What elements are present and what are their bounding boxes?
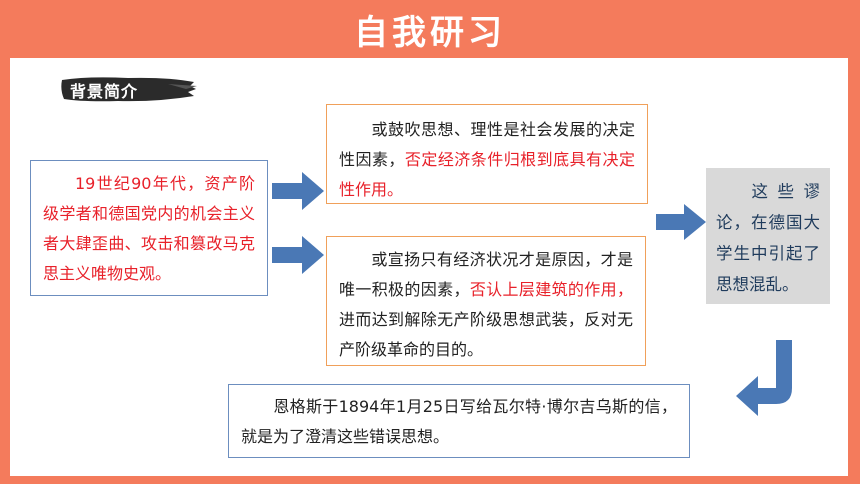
middle-view-highlight: 否认上层建筑的作用，	[469, 280, 633, 299]
right-effect-text: 这些谬论，在德国大学生中引起了思想混乱。	[716, 182, 820, 294]
section-badge-label: 背景简介	[70, 82, 139, 101]
brush-stroke-icon	[61, 77, 197, 102]
bottom-purpose-text: 恩格斯于1894年1月25日写给瓦尔特·博尔吉乌斯的信，就是为了澄清这些错误思想…	[241, 397, 677, 446]
arrow-curve-down-left-icon	[736, 340, 792, 416]
slide-header: 自我研习	[0, 0, 860, 58]
arrow-right-icon-bottom	[272, 236, 324, 274]
top-view-highlight: 否定经济条件归根到底具有决定性作用。	[339, 150, 635, 199]
left-context-text: 19世纪90年代，资产阶级学者和德国党内的机会主义者大肆歪曲、攻击和篡改马克思主…	[43, 174, 255, 283]
middle-view-text-end: 进而达到解除无产阶级思想武装，反对无产阶级革命的目的。	[339, 310, 633, 359]
middle-view-text: 或宣扬只有经济状况才是原因，才是唯一积极的因素，	[339, 250, 633, 299]
arrow-right-icon-right	[656, 204, 706, 240]
bottom-purpose-box: 恩格斯于1894年1月25日写给瓦尔特·博尔吉乌斯的信，就是为了澄清这些错误思想…	[228, 384, 690, 458]
top-view-box: 或鼓吹思想、理性是社会发展的决定性因素，否定经济条件归根到底具有决定性作用。	[326, 104, 648, 204]
top-view-text: 或鼓吹思想、理性是社会发展的决定性因素，	[339, 120, 635, 169]
middle-view-box: 或宣扬只有经济状况才是原因，才是唯一积极的因素，否认上层建筑的作用， 进而达到解除…	[326, 236, 646, 366]
section-badge: 背景简介	[58, 74, 198, 104]
slide-title: 自我研习	[354, 12, 506, 53]
left-context-box: 19世纪90年代，资产阶级学者和德国党内的机会主义者大肆歪曲、攻击和篡改马克思主…	[30, 160, 268, 296]
right-effect-box: 这些谬论，在德国大学生中引起了思想混乱。	[706, 168, 830, 304]
arrow-right-icon-top	[272, 172, 324, 210]
